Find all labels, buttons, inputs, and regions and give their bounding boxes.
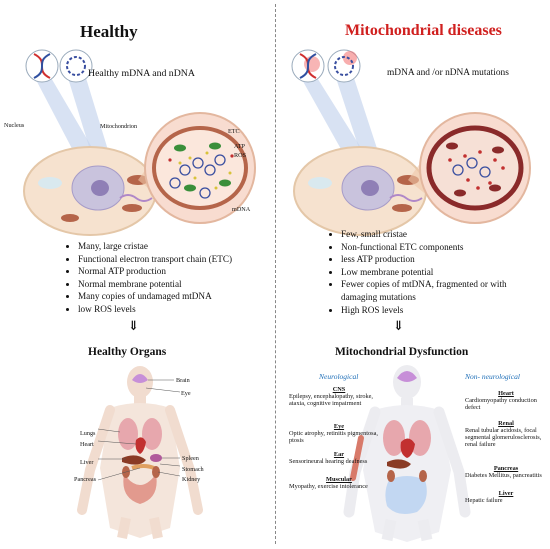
neuro-group-muscular: Muscular Myopathy, exercise intolerance [289,476,368,490]
healthy-organs-title: Healthy Organs [88,346,167,358]
disease-feature: less ATP production [341,253,521,266]
neuro-group-ear: Ear Sensorineural hearing deafness [289,451,368,465]
organ-liver: Liver [80,459,94,466]
label-atp: ATP [234,143,246,150]
organ-lungs: Lungs [80,430,96,437]
healthy-features-list: Many, large cristae Functional electron … [66,240,278,316]
down-arrow-icon: ⇓ [128,318,139,333]
neurological-heading: Neurological [319,372,359,381]
nonneuro-group-pancreas: Pancreas Diabetes Mellitus, pancreatitis [465,465,542,479]
healthy-cell-illustration [23,49,256,236]
healthy-feature: low ROS levels [78,303,278,316]
healthy-body-figure [77,366,203,539]
nonneuro-group-heart: Heart Cardiomyopathy conduction defect [465,390,537,411]
organ-heart: Heart [80,441,94,448]
neuro-group-eye: Eye Optic atrophy, retinitis pigmentosa,… [289,423,378,444]
organ-pancreas: Pancreas [74,476,96,483]
label-etc: ETC [228,128,240,135]
organ-kidney: Kidney [182,476,201,483]
label-ros: ROS [234,152,247,159]
disease-feature: Non-functional ETC components [341,241,521,254]
disease-cell-illustration [291,49,531,236]
healthy-feature: Normal membrane potential [78,278,278,291]
nonneuro-group-renal: Renal Renal tubular acidosis, focal segm… [465,420,542,448]
healthy-feature: Many, large cristae [78,240,278,253]
nonneuro-group-liver: Liver Hepatic failure [465,490,514,504]
healthy-dna-caption: Healthy mDNA and nDNA [88,68,195,79]
disease-features-list: Few, small cristae Non-functional ETC co… [329,228,521,316]
disease-feature: High ROS levels [341,304,521,317]
healthy-feature: Functional electron transport chain (ETC… [78,253,278,266]
organ-stomach: Stomach [182,466,204,473]
organ-eye: Eye [181,390,191,397]
dysfunction-title: Mitochondrial Dysfunction [335,346,469,358]
disease-dna-caption: mDNA and /or nDNA mutations [387,68,509,78]
organ-brain: Brain [176,377,190,384]
label-nucleus: Nucleus [4,122,25,129]
disease-feature: Fewer copies of mtDNA, fragmented or wit… [341,278,521,303]
healthy-title: Healthy [80,22,138,41]
healthy-feature: Normal ATP production [78,265,278,278]
organ-spleen: Spleen [182,455,199,462]
disease-panel: Mitochondrial diseases [275,0,550,549]
disease-feature: Few, small cristae [341,228,521,241]
down-arrow-icon: ⇓ [393,318,404,333]
disease-title: Mitochondrial diseases [345,22,502,39]
disease-body-figure [343,365,471,542]
neuro-group-cns: CNS Epilepsy, encephalopathy, stroke, at… [289,386,373,407]
panel-divider [275,4,276,544]
non-neurological-heading: Non- neurological [465,372,520,381]
label-mdna: mDNA [232,206,251,213]
healthy-feature: Many copies of undamaged mtDNA [78,290,278,303]
healthy-panel: Healthy [0,0,275,549]
label-mitochondrion: Mitochondrion [100,123,138,130]
disease-feature: Low membrane potential [341,266,521,279]
